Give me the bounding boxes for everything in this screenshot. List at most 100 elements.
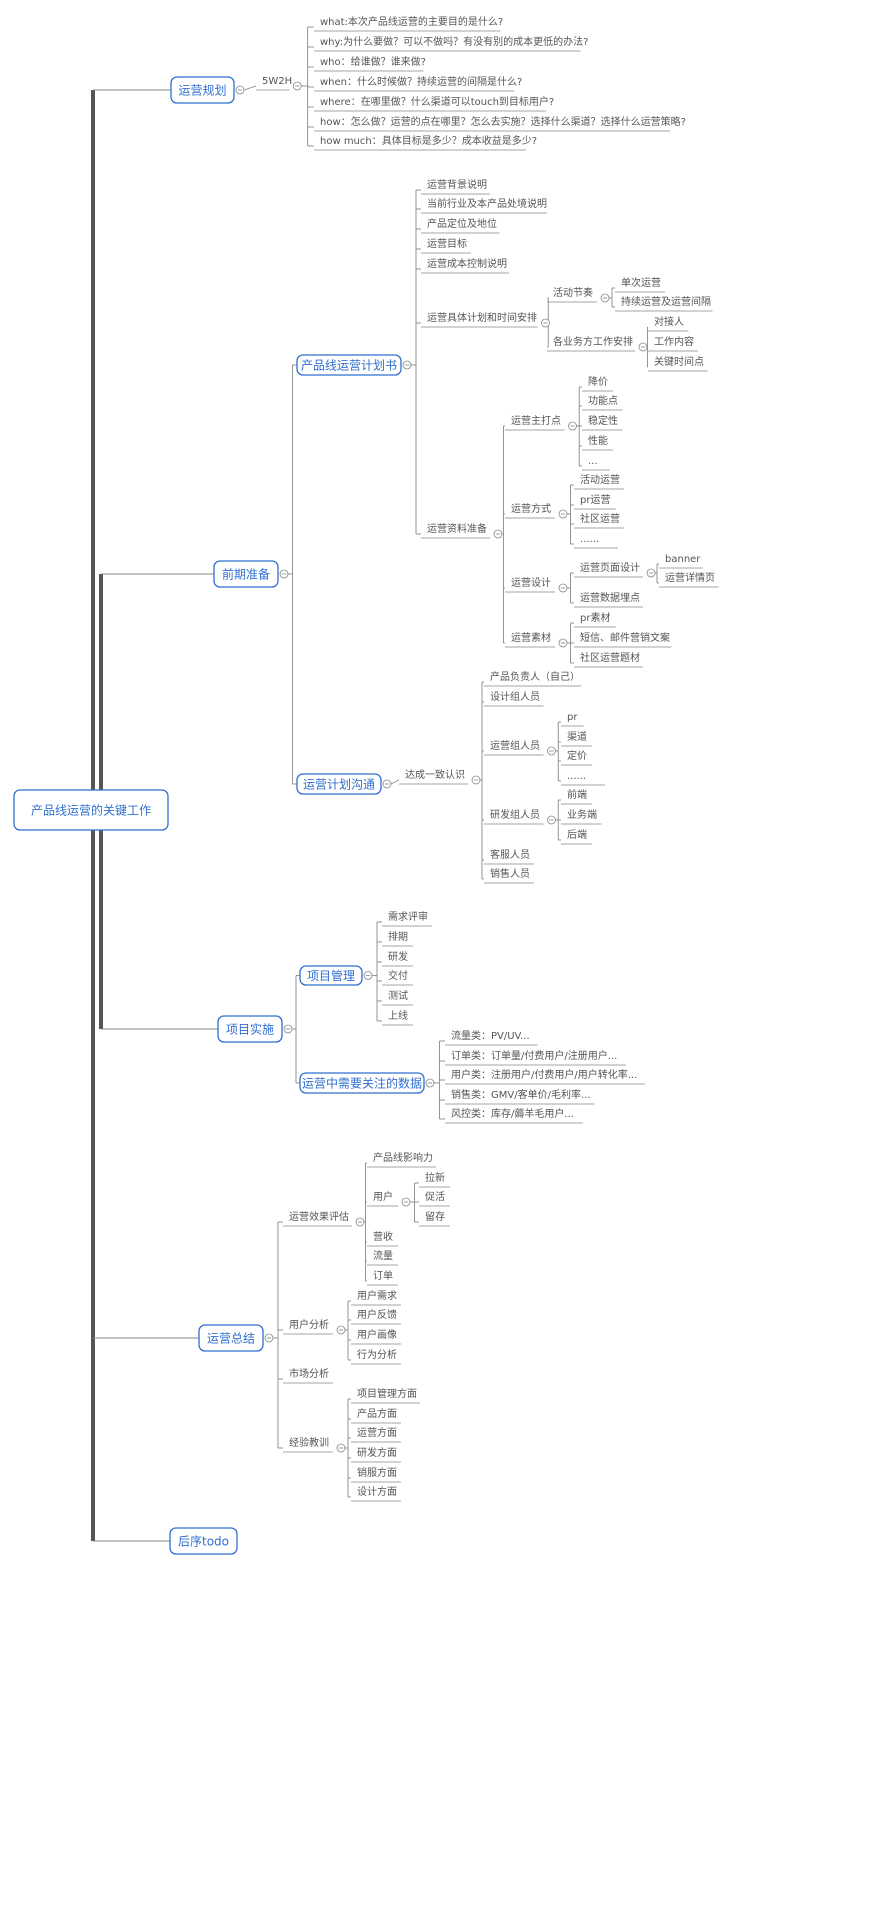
topic-1-0-6-0-4[interactable]: ... — [582, 456, 610, 471]
topic-1-0-3[interactable]: 运营目标 — [421, 237, 471, 254]
topic-3-1[interactable]: 用户分析 — [283, 1318, 333, 1335]
collapse-toggle[interactable] — [402, 360, 412, 370]
collapse-toggle[interactable] — [493, 529, 503, 539]
collapse-toggle[interactable] — [382, 779, 392, 789]
topic-4[interactable]: 后序todo — [169, 1527, 238, 1555]
collapse-toggle[interactable] — [558, 638, 568, 648]
topic-0-0-4[interactable]: where：在哪里做？什么渠道可以touch到目标用户? — [314, 95, 554, 112]
topic-3-0-4[interactable]: 订单 — [367, 1270, 398, 1286]
topic-0-0-1[interactable]: why:为什么要做？可以不做吗？有没有别的成本更低的办法? — [314, 35, 588, 52]
collapse-toggle[interactable] — [336, 1443, 346, 1453]
topic-2-0-4[interactable]: 测试 — [382, 989, 413, 1006]
topic-1-0-6-0-2[interactable]: 稳定性 — [582, 414, 623, 431]
collapse-toggle[interactable] — [646, 568, 656, 578]
topic-3-0-2[interactable]: 营收 — [367, 1230, 398, 1247]
topic-1-0-6-0-1[interactable]: 功能点 — [582, 394, 623, 411]
topic-1-1-0-2-0[interactable]: pr — [561, 712, 584, 727]
topic-1-1[interactable]: 运营计划沟通 — [296, 773, 382, 795]
topic-1-1-0-3-2[interactable]: 后端 — [561, 828, 592, 845]
topic-root[interactable]: 产品线运营的关键工作 — [13, 789, 169, 831]
topic-1-0-6-0[interactable]: 运营主打点 — [505, 414, 565, 431]
topic-1-0-4[interactable]: 运营成本控制说明 — [421, 257, 509, 274]
topic-3-3-5[interactable]: 设计方面 — [351, 1485, 401, 1502]
topic-1-0-5-1-1[interactable]: 工作内容 — [648, 335, 698, 352]
collapse-toggle[interactable] — [363, 971, 373, 980]
collapse-toggle[interactable] — [558, 583, 568, 593]
topic-1-0-6-1-0[interactable]: 活动运营 — [574, 473, 624, 490]
topic-1-1-0-3-1[interactable]: 业务端 — [561, 808, 602, 825]
topic-0-0-5[interactable]: how：怎么做？运营的点在哪里？怎么去实施？选择什么渠道？选择什么运营策略? — [314, 115, 686, 132]
collapse-toggle[interactable] — [235, 85, 245, 95]
topic-1-0-6-0-0[interactable]: 降价 — [582, 375, 613, 392]
topic-2-1-2[interactable]: 用户类：注册用户/付费用户/用户转化率... — [445, 1068, 646, 1085]
topic-1-1-0-5[interactable]: 销售人员 — [484, 867, 534, 884]
topic-2-0[interactable]: 项目管理 — [299, 965, 363, 986]
topic-1-1-0-2[interactable]: 运营组人员 — [484, 739, 544, 756]
topic-3-0-1-2[interactable]: 留存 — [419, 1210, 450, 1227]
topic-3-0-3[interactable]: 流量 — [367, 1249, 398, 1266]
collapse-toggle[interactable] — [541, 318, 550, 328]
topic-2[interactable]: 项目实施 — [217, 1015, 283, 1043]
topic-1-0-0[interactable]: 运营背景说明 — [421, 178, 490, 195]
topic-2-1-3[interactable]: 销售类：GMV/客单价/毛利率... — [445, 1088, 595, 1105]
topic-2-1-4[interactable]: 风控类：库存/薅羊毛用户... — [445, 1107, 583, 1124]
topic-3-2[interactable]: 市场分析 — [283, 1367, 333, 1384]
topic-3-3-1[interactable]: 产品方面 — [351, 1407, 401, 1424]
collapse-toggle[interactable] — [292, 81, 302, 91]
topic-0-0-0[interactable]: what:本次产品线运营的主要目的是什么? — [314, 15, 503, 32]
topic-2-1[interactable]: 运营中需要关注的数据 — [299, 1072, 425, 1094]
topic-3-3-0[interactable]: 项目管理方面 — [351, 1387, 420, 1404]
topic-0-0-6[interactable]: how much：具体目标是多少？成本收益是多少? — [314, 134, 537, 151]
topic-1-1-0-2-2[interactable]: 定价 — [561, 749, 592, 766]
topic-2-0-1[interactable]: 排期 — [382, 930, 413, 947]
topic-0-0-2[interactable]: who：给谁做？谁来做? — [314, 55, 426, 72]
topic-1-0-5[interactable]: 运营具体计划和时间安排 — [421, 311, 538, 328]
topic-2-1-1[interactable]: 订单类：订单量/付费用户/注册用户... — [445, 1049, 627, 1066]
topic-3-3-2[interactable]: 运营方面 — [351, 1426, 401, 1443]
topic-1-0-6-3-1[interactable]: 短信、邮件营销文案 — [574, 631, 672, 648]
topic-1-0-6-1[interactable]: 运营方式 — [505, 502, 555, 519]
topic-3-3-4[interactable]: 销服方面 — [351, 1466, 401, 1483]
topic-2-0-0[interactable]: 需求评审 — [382, 910, 432, 927]
topic-1-0-6-2-0[interactable]: 运营页面设计 — [574, 561, 643, 578]
topic-3-0-1-1[interactable]: 促活 — [419, 1190, 450, 1207]
topic-2-0-5[interactable]: 上线 — [382, 1009, 413, 1026]
topic-1-1-0[interactable]: 达成一致认识 — [399, 768, 468, 785]
topic-1-0-6-2-0-1[interactable]: 运营详情页 — [659, 571, 719, 588]
topic-1-0-2[interactable]: 产品定位及地位 — [421, 217, 500, 234]
collapse-toggle[interactable] — [547, 815, 556, 825]
topic-1-1-0-4[interactable]: 客服人员 — [484, 848, 534, 865]
topic-3-1-2[interactable]: 用户画像 — [351, 1328, 401, 1345]
topic-1-0-6-3[interactable]: 运营素材 — [505, 631, 555, 648]
topic-1-0-6-2-1[interactable]: 运营数据埋点 — [574, 591, 643, 608]
topic-1-1-0-1[interactable]: 设计组人员 — [484, 690, 544, 707]
topic-1-1-0-0[interactable]: 产品负责人（自己） — [484, 670, 582, 687]
topic-1-1-0-2-3[interactable]: ...... — [561, 771, 605, 786]
topic-1-0-6-2-0-0[interactable]: banner — [659, 554, 703, 569]
topic-3-3[interactable]: 经验教训 — [283, 1436, 333, 1453]
topic-1-0-6[interactable]: 运营资料准备 — [421, 522, 490, 539]
topic-1-0-5-0-0[interactable]: 单次运营 — [615, 276, 665, 293]
topic-1-1-0-3[interactable]: 研发组人员 — [484, 808, 544, 825]
topic-1-0-6-1-3[interactable]: ...... — [574, 534, 618, 549]
topic-1-1-0-2-1[interactable]: 渠道 — [561, 730, 592, 747]
topic-1-0-6-1-1[interactable]: pr运营 — [574, 493, 616, 510]
collapse-toggle[interactable] — [401, 1197, 411, 1207]
topic-3[interactable]: 运营总结 — [198, 1324, 264, 1352]
topic-1-1-0-3-0[interactable]: 前端 — [561, 788, 592, 805]
topic-1-0[interactable]: 产品线运营计划书 — [296, 354, 402, 376]
collapse-toggle[interactable] — [355, 1217, 365, 1227]
collapse-toggle[interactable] — [425, 1078, 435, 1088]
topic-1-0-6-1-2[interactable]: 社区运营 — [574, 512, 624, 529]
topic-0[interactable]: 运营规划 — [170, 76, 235, 104]
topic-0-0[interactable]: 5W2H — [256, 76, 292, 91]
topic-1-0-6-0-3[interactable]: 性能 — [582, 434, 613, 451]
topic-3-0-1-0[interactable]: 拉新 — [419, 1171, 450, 1188]
topic-2-1-0[interactable]: 流量类：PV/UV... — [445, 1029, 538, 1046]
collapse-toggle[interactable] — [547, 746, 556, 756]
topic-3-0-0[interactable]: 产品线影响力 — [367, 1151, 436, 1168]
collapse-toggle[interactable] — [336, 1325, 346, 1335]
collapse-toggle[interactable] — [568, 421, 577, 431]
topic-1-0-6-2[interactable]: 运营设计 — [505, 576, 555, 593]
topic-1-0-5-1[interactable]: 各业务方工作安排 — [547, 335, 635, 352]
